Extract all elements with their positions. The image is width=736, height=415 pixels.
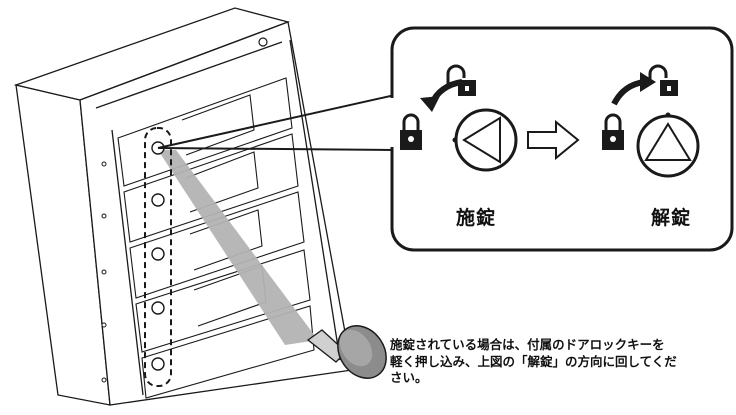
lock-label: 施錠 xyxy=(456,207,497,229)
projection-beam xyxy=(158,150,318,345)
caption-line: 軽く押し込み、上図の「解錠」の方向に回してくだ xyxy=(390,353,677,369)
unlock-label: 解錠 xyxy=(651,207,692,229)
side-screws xyxy=(101,161,107,383)
drive-bays xyxy=(117,77,315,399)
padlock-open-icon xyxy=(648,64,678,96)
right-arrow-icon xyxy=(527,119,580,161)
lock-column-highlight xyxy=(144,127,172,387)
instruction-caption: 施錠されている場合は、付属のドアロックキーを 軽く押し込み、上図の「解錠」の方向… xyxy=(390,337,736,387)
padlock-closed-icon xyxy=(400,113,422,150)
padlock-closed-icon xyxy=(602,113,624,150)
caption-line: さい。 xyxy=(390,370,428,385)
lock-state-group xyxy=(400,64,518,172)
key-icon xyxy=(306,325,387,379)
unlock-state-group xyxy=(602,64,700,178)
enclosure-top-dot xyxy=(258,37,268,47)
padlock-open-icon xyxy=(446,64,476,96)
callout-connector xyxy=(157,94,396,151)
caption-line: 施錠されている場合は、付属のドアロックキーを xyxy=(390,337,665,352)
